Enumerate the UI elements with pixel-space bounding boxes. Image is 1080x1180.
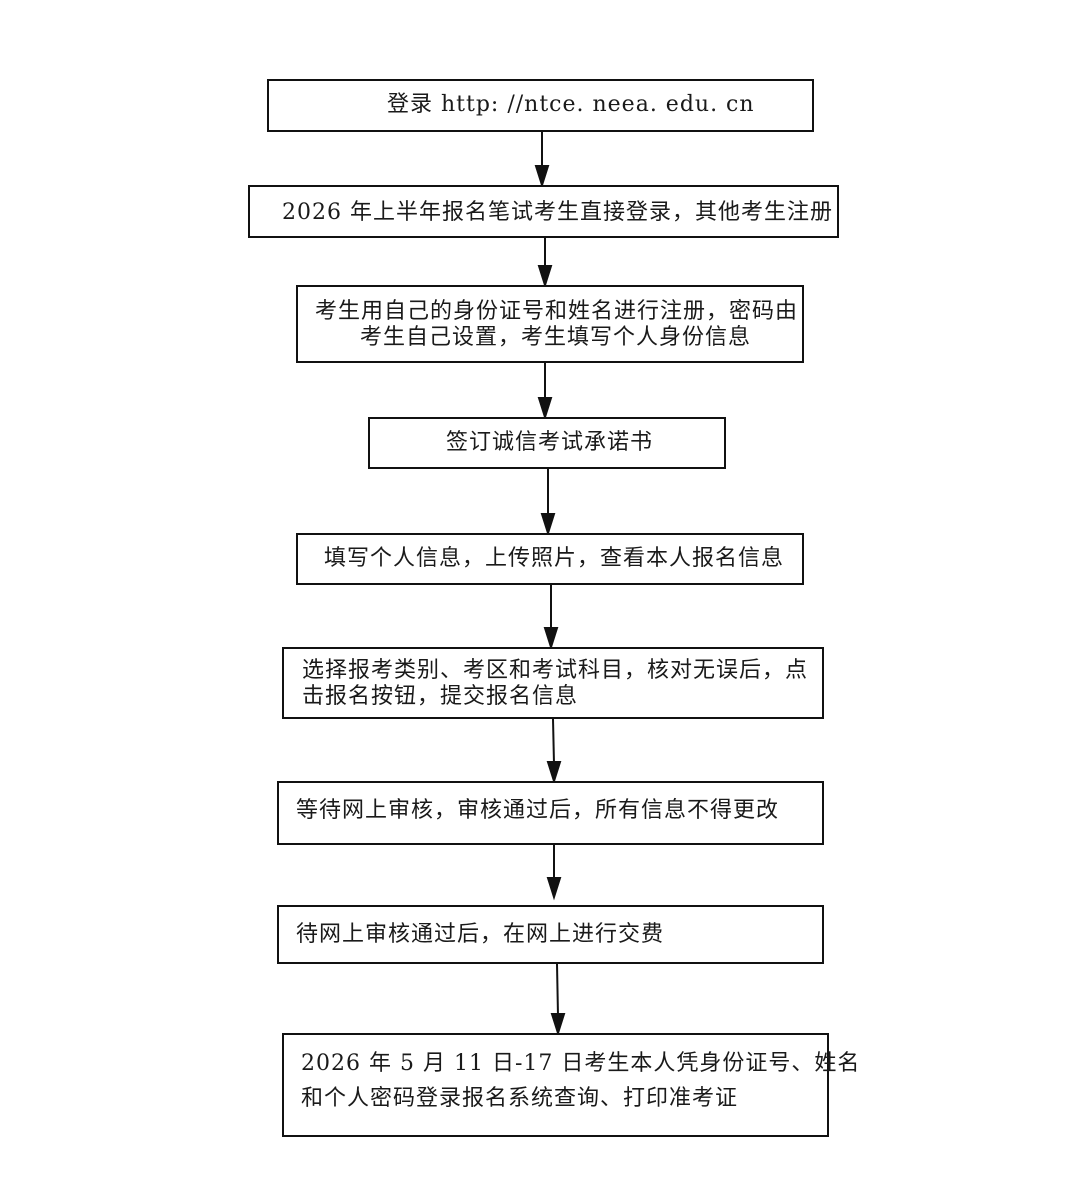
- arrow-head-4-5: [540, 513, 556, 537]
- step-fill-info-text: 填写个人信息，上传照片，查看本人报名信息: [324, 546, 785, 571]
- step-select-subjects-line-1: 选择报考类别、考区和考试科目，核对无误后，点: [302, 658, 809, 683]
- arrow-head-2-3: [537, 265, 553, 289]
- step-select-subjects-box: 选择报考类别、考区和考试科目，核对无误后，点 击报名按钮，提交报名信息: [282, 647, 824, 719]
- step-register-text: 2026 年上半年报名笔试考生直接登录，其他考生注册: [282, 200, 833, 225]
- arrow-head-1-2: [534, 165, 550, 189]
- step-id-register-box: 考生用自己的身份证号和姓名进行注册，密码由 考生自己设置，考生填写个人身份信息: [296, 285, 804, 363]
- step-id-register-line-1: 考生用自己的身份证号和姓名进行注册，密码由: [315, 299, 799, 324]
- arrow-head-8-9: [550, 1013, 566, 1037]
- step-register-box: 2026 年上半年报名笔试考生直接登录，其他考生注册: [248, 185, 839, 238]
- step-payment-box: 待网上审核通过后，在网上进行交费: [277, 905, 824, 964]
- step-payment-text: 待网上审核通过后，在网上进行交费: [296, 922, 665, 947]
- step-select-subjects-line-2: 击报名按钮，提交报名信息: [302, 684, 579, 709]
- step-integrity-pledge-box: 签订诚信考试承诺书: [368, 417, 726, 469]
- arrow-8-9: [556, 963, 559, 1017]
- step-await-review-text: 等待网上审核，审核通过后，所有信息不得更改: [296, 798, 780, 823]
- arrow-head-5-6: [543, 627, 559, 651]
- step-login-text: 登录 http: //ntce. neea. edu. cn: [387, 92, 755, 117]
- step-print-admission-box: 2026 年 5 月 11 日-17 日考生本人凭身份证号、姓名 和个人密码登录…: [282, 1033, 859, 1137]
- step-print-admission-line-2: 和个人密码登录报名系统查询、打印准考证: [301, 1086, 739, 1111]
- arrow-head-6-7: [546, 761, 562, 785]
- step-fill-info-box: 填写个人信息，上传照片，查看本人报名信息: [296, 533, 804, 585]
- step-integrity-pledge-text: 签订诚信考试承诺书: [446, 430, 654, 455]
- step-id-register-line-2: 考生自己设置，考生填写个人身份信息: [360, 325, 752, 350]
- step-await-review-box: 等待网上审核，审核通过后，所有信息不得更改: [277, 781, 824, 845]
- step-login-box: 登录 http: //ntce. neea. edu. cn: [267, 79, 814, 132]
- arrow-6-7: [552, 718, 555, 765]
- step-print-admission-line-1: 2026 年 5 月 11 日-17 日考生本人凭身份证号、姓名: [301, 1051, 861, 1076]
- arrow-head-3-4: [537, 397, 553, 421]
- arrow-head-7-8: [546, 877, 562, 901]
